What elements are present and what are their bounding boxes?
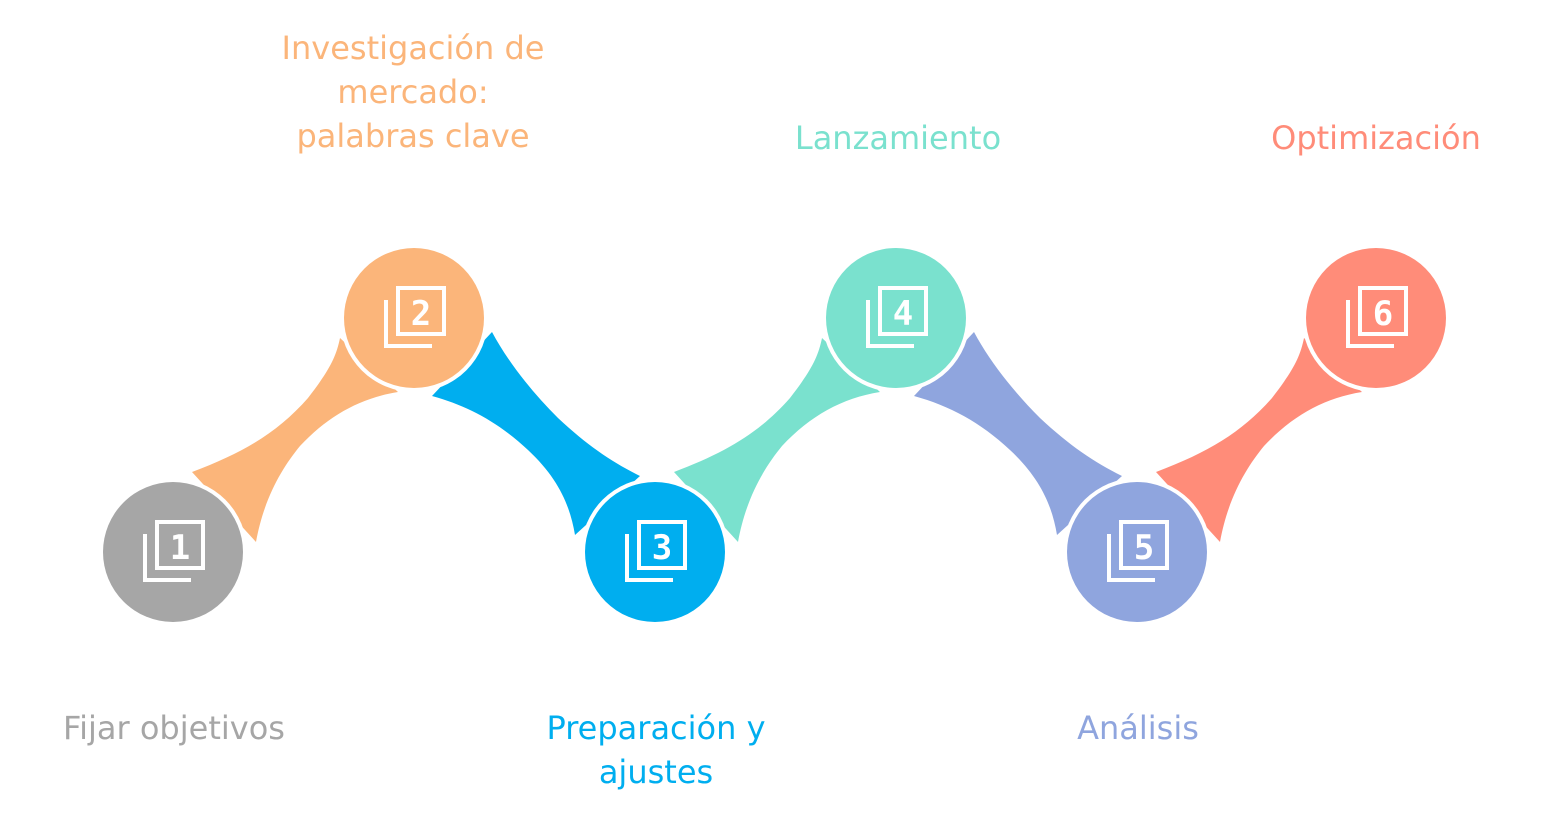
step-3-label: Preparación y ajustes: [546, 709, 766, 791]
connector-4-5: [914, 332, 1122, 535]
filter-6-icon: 6: [1346, 286, 1408, 348]
connector-3-4: [674, 338, 880, 542]
step-1-circle: [103, 482, 243, 622]
step-4-circle: [826, 248, 966, 388]
step-4-node: 4: [822, 244, 970, 392]
step-6-label: Optimización: [1271, 119, 1481, 157]
step-1-label: Fijar objetivos: [63, 709, 285, 747]
step-5-label: Análisis: [1077, 709, 1199, 747]
step-5-node: 5: [1063, 478, 1211, 626]
filter-4-icon: 4: [866, 286, 928, 348]
svg-text:3: 3: [652, 528, 672, 568]
connector-5-6: [1156, 338, 1362, 542]
svg-text:2: 2: [411, 294, 431, 334]
step-5-circle: [1067, 482, 1207, 622]
filter-1-icon: 1: [143, 520, 205, 582]
svg-text:4: 4: [893, 294, 913, 334]
svg-text:5: 5: [1134, 528, 1154, 568]
filter-2-icon: 2: [384, 286, 446, 348]
filter-5-icon: 5: [1107, 520, 1169, 582]
step-2-circle: [344, 248, 484, 388]
filter-3-icon: 3: [625, 520, 687, 582]
step-3-node: 3: [581, 478, 729, 626]
svg-text:1: 1: [170, 528, 190, 568]
step-6-circle: [1306, 248, 1446, 388]
svg-text:6: 6: [1373, 294, 1393, 334]
connector-2-3: [432, 332, 640, 535]
step-1-node: 1: [99, 478, 247, 626]
step-3-circle: [585, 482, 725, 622]
step-4-label: Lanzamiento: [794, 119, 1002, 157]
step-2-label: Investigación de mercado: palabras clave: [281, 29, 545, 155]
step-2-node: 2: [340, 244, 488, 392]
connector-1-2: [192, 338, 398, 542]
step-6-node: 6: [1302, 244, 1450, 392]
